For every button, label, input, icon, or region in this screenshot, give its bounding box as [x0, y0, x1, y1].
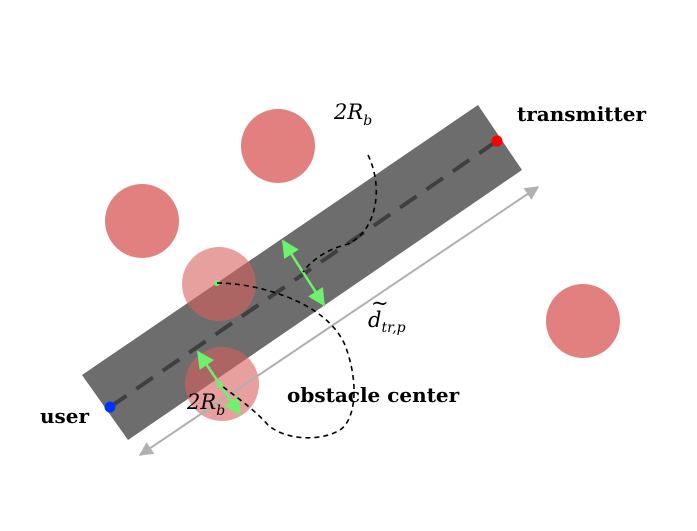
obstacle-center-label: obstacle center	[287, 383, 460, 407]
obstacle-center-dot	[217, 382, 223, 388]
leader-curve-top	[302, 154, 377, 273]
red-dot-icon	[491, 135, 503, 147]
blue-dot-icon	[104, 401, 116, 413]
obstacle-circle	[546, 284, 620, 358]
beam-width-label-bottom: 2Rb	[186, 390, 225, 419]
transmitter-label: transmitter	[517, 102, 646, 126]
beam-width-top-main: 2R	[333, 100, 363, 124]
beam-width-bottom-main: 2R	[186, 390, 216, 414]
distance-main: d	[368, 308, 381, 332]
distance-accent: ~	[371, 291, 389, 315]
obstacle-circle	[105, 184, 179, 258]
beam-width-label-top: 2Rb	[333, 100, 372, 129]
beam-width-arrow-top	[281, 239, 326, 307]
beam-width-bottom-sub: b	[216, 403, 225, 419]
obstacle-circle	[241, 109, 315, 183]
user-label: user	[40, 404, 90, 428]
distance-sub: tr,p	[381, 320, 405, 336]
beam-width-top-sub: b	[363, 113, 372, 129]
distance-label: dtr,p	[368, 308, 406, 336]
